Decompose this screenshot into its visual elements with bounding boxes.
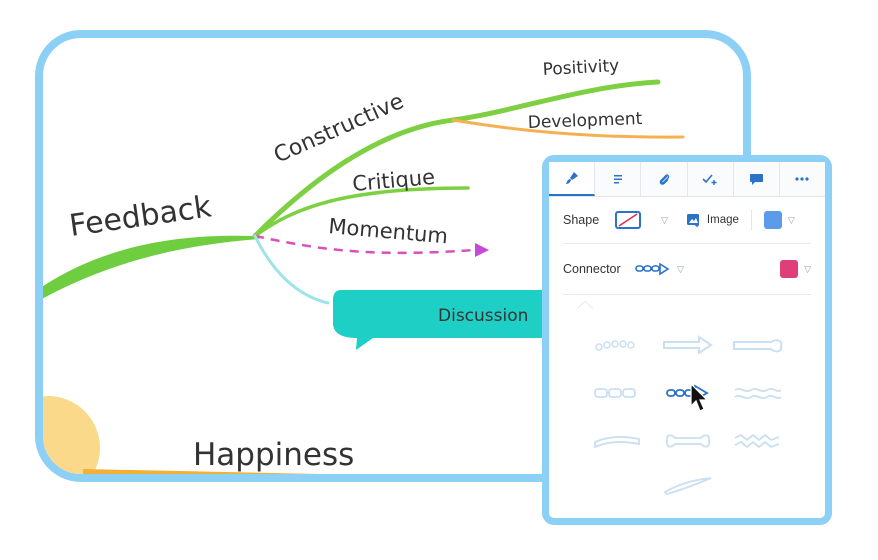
tab-notes[interactable] xyxy=(595,162,642,196)
positivity-label[interactable]: Positivity xyxy=(542,56,619,80)
shape-label: Shape xyxy=(563,213,600,227)
bone-connector-option[interactable] xyxy=(729,332,789,358)
connector-color-caret[interactable]: ▽ xyxy=(804,263,811,274)
checkmark-plus-icon xyxy=(702,174,717,185)
segmented-connector-option[interactable] xyxy=(589,380,649,406)
feedback-branch xyxy=(43,235,260,299)
dotted-connector-option[interactable] xyxy=(589,332,649,358)
shape-dropdown-caret[interactable]: ▽ xyxy=(661,214,668,225)
tab-more[interactable] xyxy=(780,162,825,196)
discussion-branch xyxy=(253,234,330,305)
divider xyxy=(750,210,752,230)
image-icon xyxy=(686,214,699,227)
rounded-connector-option[interactable] xyxy=(659,428,719,454)
zigzag-connector-option[interactable] xyxy=(729,428,789,454)
connector-color-swatch[interactable] xyxy=(780,260,799,278)
connector-row: Connector ▽ ▽ xyxy=(549,244,825,294)
discussion-bubble xyxy=(333,290,563,350)
paintbrush-icon xyxy=(565,172,578,184)
shape-row: Shape ▽ Image ▽ xyxy=(549,197,825,243)
shape-color-swatch[interactable] xyxy=(763,211,782,229)
tab-attachments[interactable] xyxy=(641,162,688,196)
happiness-branch xyxy=(82,469,326,474)
momentum-label[interactable]: Momentum xyxy=(328,214,449,248)
curved-connector-option[interactable] xyxy=(589,428,649,454)
development-label[interactable]: Development xyxy=(527,109,642,133)
separator xyxy=(563,294,811,295)
notes-icon xyxy=(613,175,622,184)
arrow-connector-option[interactable] xyxy=(659,332,719,358)
mouse-cursor-icon xyxy=(690,383,709,412)
format-panel: Shape ▽ Image ▽ Connector ▽ ▽ xyxy=(542,155,832,525)
image-button[interactable]: Image xyxy=(686,213,739,227)
connector-dropdown-caret[interactable]: ▽ xyxy=(677,263,684,274)
happiness-label[interactable]: Happiness xyxy=(193,437,354,473)
speech-bubble-icon xyxy=(749,174,763,185)
more-icon xyxy=(795,177,810,181)
panel-tabs xyxy=(549,162,825,197)
root-topic-label[interactable]: Feedback xyxy=(67,189,214,244)
tab-comments[interactable] xyxy=(734,162,780,196)
development-branch xyxy=(451,118,685,139)
dropdown-pointer xyxy=(577,301,593,309)
discussion-label[interactable]: Discussion xyxy=(438,306,528,326)
no-fill-slash-icon xyxy=(618,213,638,227)
momentum-arrowhead xyxy=(475,243,489,257)
shape-none-button[interactable] xyxy=(615,211,641,229)
tab-style[interactable] xyxy=(549,162,596,196)
tapered-connector-option[interactable] xyxy=(659,472,719,498)
critique-branch xyxy=(253,186,470,238)
separator xyxy=(563,243,811,244)
connector-label: Connector xyxy=(563,262,621,276)
connector-style-icon[interactable] xyxy=(635,261,671,277)
image-label: Image xyxy=(706,214,739,226)
shape-color-caret[interactable]: ▽ xyxy=(787,214,795,225)
paperclip-icon xyxy=(659,174,670,185)
critique-label[interactable]: Critique xyxy=(351,165,436,196)
tab-tasks[interactable] xyxy=(688,162,734,196)
happiness-node-blob xyxy=(43,396,100,474)
wavy-connector-option[interactable] xyxy=(729,380,789,406)
constructive-label[interactable]: Constructive xyxy=(270,89,407,168)
momentum-branch xyxy=(254,234,476,255)
